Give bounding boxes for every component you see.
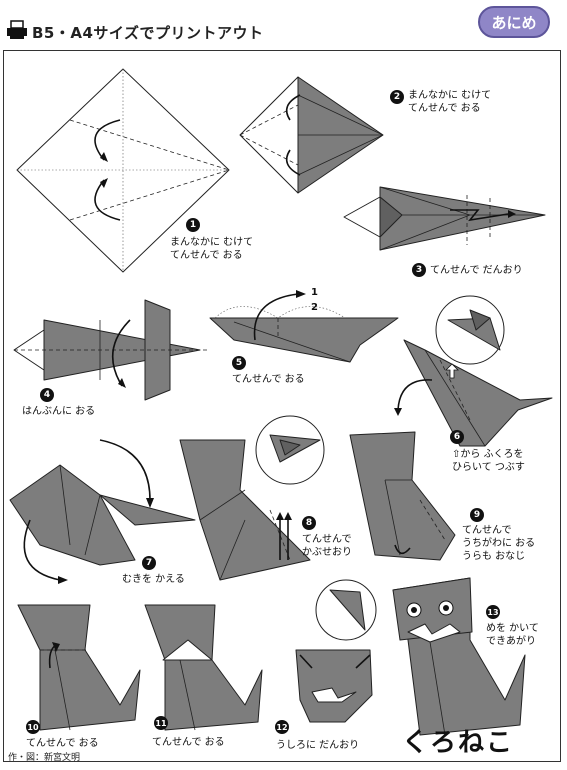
step2-text2: てんせんで おる <box>408 103 481 114</box>
step5-fraction-bottom: 2 <box>311 302 318 313</box>
step-number-4: 4 <box>40 388 54 402</box>
step2-diagram <box>239 76 384 194</box>
step6-text1: ⇧から ふくろを <box>452 449 524 460</box>
step2-text1: まんなかに むけて <box>408 90 492 101</box>
step6-diagram <box>394 295 553 447</box>
step5-text1: てんせんで おる <box>232 374 305 385</box>
step-number-7: 7 <box>142 556 156 570</box>
step6-text2: ひらいて つぶす <box>452 462 525 473</box>
step3-text1: てんせんで だんおり <box>430 265 523 276</box>
step5-diagram <box>209 290 399 363</box>
step-number-12: 12 <box>275 720 289 734</box>
page-title: B5・A4サイズでプリントアウト <box>32 24 264 42</box>
step5-fraction-top: 1 <box>311 287 318 298</box>
step9-diagram <box>349 431 456 561</box>
step10-diagram <box>17 604 141 731</box>
step-number-8: 8 <box>302 516 316 530</box>
step1-text1: まんなかに むけて <box>170 237 254 248</box>
step-number-1: 1 <box>186 218 200 232</box>
step-number-5: 5 <box>232 356 246 370</box>
step11-text1: てんせんで おる <box>152 737 225 748</box>
step-number-13: 13 <box>486 605 500 619</box>
step4-text1: はんぶんに おる <box>22 406 96 417</box>
step-number-9: 9 <box>470 508 484 522</box>
step9-text2: うちがわに おる <box>462 538 536 549</box>
step1-text2: てんせんで おる <box>170 250 243 261</box>
instruction-frame <box>3 50 561 762</box>
step-number-11: 11 <box>154 716 168 730</box>
step-number-2: 2 <box>390 90 404 104</box>
step8-text1: てんせんで <box>302 534 352 545</box>
step10-text1: てんせんで おる <box>26 738 99 749</box>
step3-diagram <box>343 186 546 251</box>
step9-text3: うらも おなじ <box>462 551 526 562</box>
step-number-6: 6 <box>450 430 464 444</box>
step7-text1: むきを かえる <box>122 574 185 585</box>
step8-text2: かぶせおり <box>302 547 352 558</box>
step13-diagram <box>392 577 526 736</box>
step9-text1: てんせんで <box>462 525 512 536</box>
step-number-10: 10 <box>26 720 40 734</box>
author-credit: 作・図：新宮文明 <box>8 753 81 763</box>
printer-icon <box>6 20 28 44</box>
step7-diagram <box>9 439 196 584</box>
step13-text2: できあがり <box>486 636 536 647</box>
step11-diagram <box>144 604 263 731</box>
step1-diagram <box>16 68 230 273</box>
step13-text1: めを かいて <box>486 623 539 634</box>
step4-diagram <box>13 299 210 401</box>
step-number-3: 3 <box>412 263 426 277</box>
result-name: くろねこ <box>402 728 515 758</box>
anime-badge-button[interactable]: あにめ <box>478 6 550 38</box>
step8-diagram <box>179 415 325 581</box>
step12-diagram <box>295 579 377 723</box>
step12-text1: うしろに だんおり <box>276 740 360 751</box>
